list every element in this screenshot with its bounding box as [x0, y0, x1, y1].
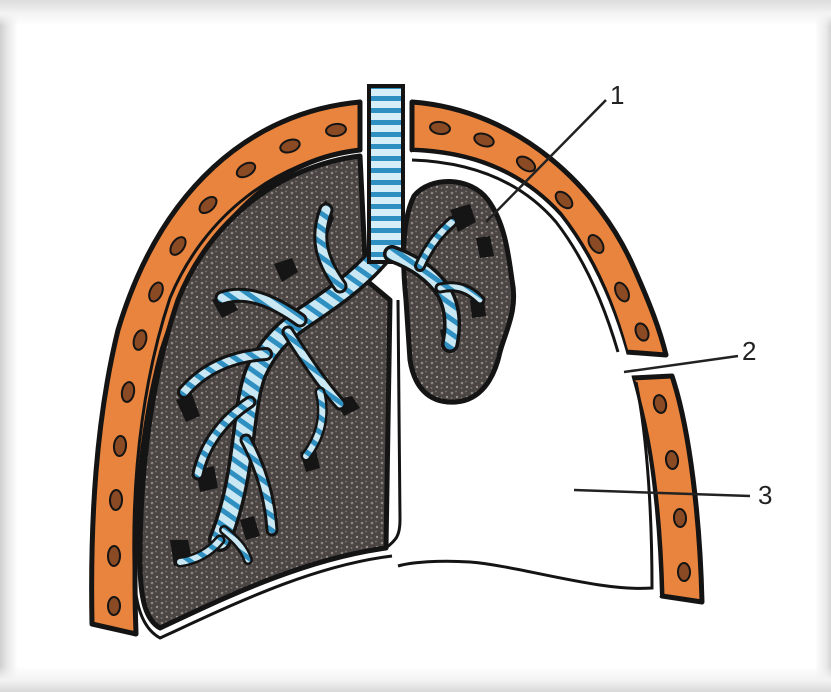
trachea [369, 86, 403, 262]
label-1: 1 [610, 80, 624, 110]
label-3: 3 [758, 480, 772, 510]
leader-line-2 [624, 356, 738, 372]
label-2: 2 [742, 336, 756, 366]
